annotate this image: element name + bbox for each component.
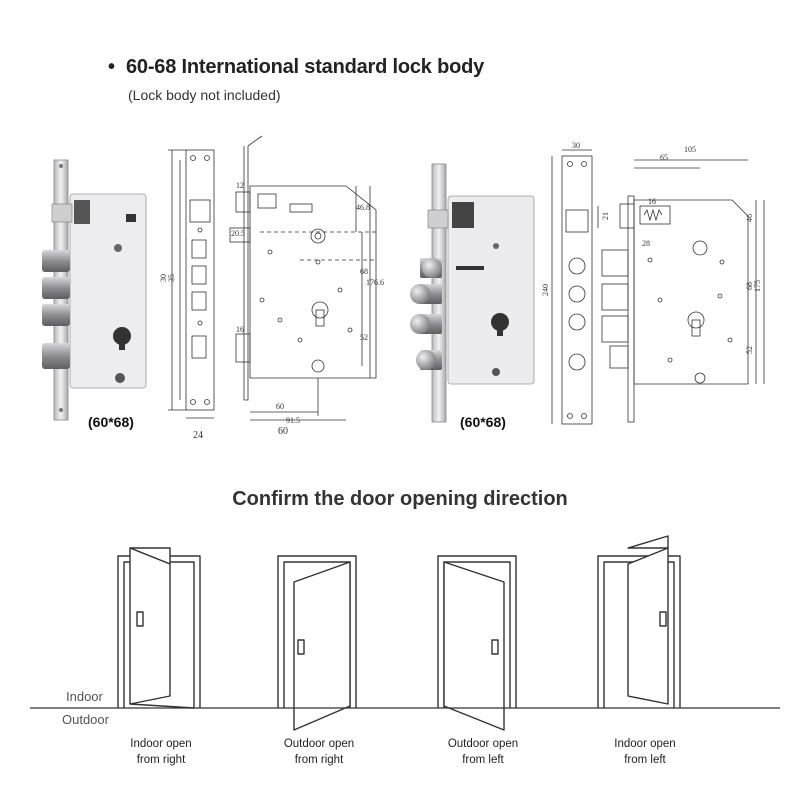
outdoor-label: Outdoor: [62, 712, 109, 727]
dim-label: 68: [745, 282, 754, 290]
door-1-caption: Indoor open from right: [86, 736, 236, 768]
dim-label: 30: [572, 141, 580, 150]
door-2-caption-line2: from right: [294, 754, 344, 766]
door-4-caption-line2: from left: [624, 754, 666, 766]
dim-label: 30: [159, 274, 168, 282]
dim-label: 68: [360, 267, 368, 276]
lock-2-label: (60*68): [460, 414, 506, 430]
bullet-icon: •: [108, 56, 115, 78]
door-1-caption-line1: Indoor open: [130, 738, 192, 750]
page-subtitle: (Lock body not included): [128, 87, 281, 103]
dim-label: 52: [360, 333, 368, 342]
door-3-caption-line1: Outdoor open: [447, 738, 519, 750]
lock-1-label: (60*68): [88, 414, 134, 430]
door-4-caption: Indoor open from left: [570, 736, 720, 768]
door-4-caption-line1: Indoor open: [614, 738, 676, 750]
lock-1-side-view: [229, 135, 377, 421]
dim-label: 21: [601, 212, 610, 220]
page-title: • 60-68 International standard lock body: [108, 56, 484, 79]
door-3-caption-line2: from left: [462, 754, 504, 766]
lock-2-photo: [410, 163, 535, 423]
dim-label: 35: [167, 274, 176, 282]
lock-2-side-view: [597, 159, 765, 423]
lock-2-dimensions: 30 105 65 16 21 46 28 240 68 175 52: [541, 141, 762, 354]
dim-label: 60: [276, 402, 284, 411]
dim-label: 16: [648, 197, 656, 206]
lock-1-faceplate: [168, 149, 215, 419]
dim-label: 105: [684, 145, 696, 154]
door-section-title: Confirm the door opening direction: [232, 488, 568, 510]
dim-label: 24: [193, 430, 203, 441]
door-2-outdoor-open-from-right: [277, 555, 357, 731]
dim-label: 176.6: [366, 278, 384, 287]
door-2-caption: Outdoor open from right: [244, 736, 394, 768]
page-title-text: 60-68 International standard lock body: [126, 56, 485, 78]
dim-label: 20.5: [231, 229, 245, 238]
door-1-indoor-open-from-right: [117, 547, 201, 709]
dim-label: 52: [745, 346, 754, 354]
door-2-caption-line1: Outdoor open: [283, 738, 355, 750]
dim-label: 12: [236, 181, 244, 190]
dim-label: 60: [278, 426, 288, 437]
dim-label: 28: [642, 239, 650, 248]
dim-label: 46: [745, 214, 754, 222]
dim-label: 91.5: [286, 416, 300, 425]
door-3-outdoor-open-from-left: [437, 555, 517, 731]
indoor-label: Indoor: [66, 689, 103, 704]
lock-2-faceplate: [551, 149, 593, 425]
dim-label: 16: [236, 325, 244, 334]
dim-label: 240: [541, 284, 550, 296]
door-3-caption: Outdoor open from left: [408, 736, 558, 768]
door-4-indoor-open-from-left: [597, 535, 681, 708]
lock-body-drawings: 12 46.8 20.5 30 35 68 176.6 52 16 60 91.…: [42, 135, 765, 441]
door-1-caption-line2: from right: [136, 754, 186, 766]
dim-label: 65: [660, 153, 668, 162]
dim-label: 46.8: [356, 203, 370, 212]
lock-1-dimensions: 12 46.8 20.5 30 35 68 176.6 52 16 60 91.…: [159, 181, 384, 441]
lock-1-photo: [42, 159, 147, 421]
dim-label: 175: [753, 280, 762, 292]
